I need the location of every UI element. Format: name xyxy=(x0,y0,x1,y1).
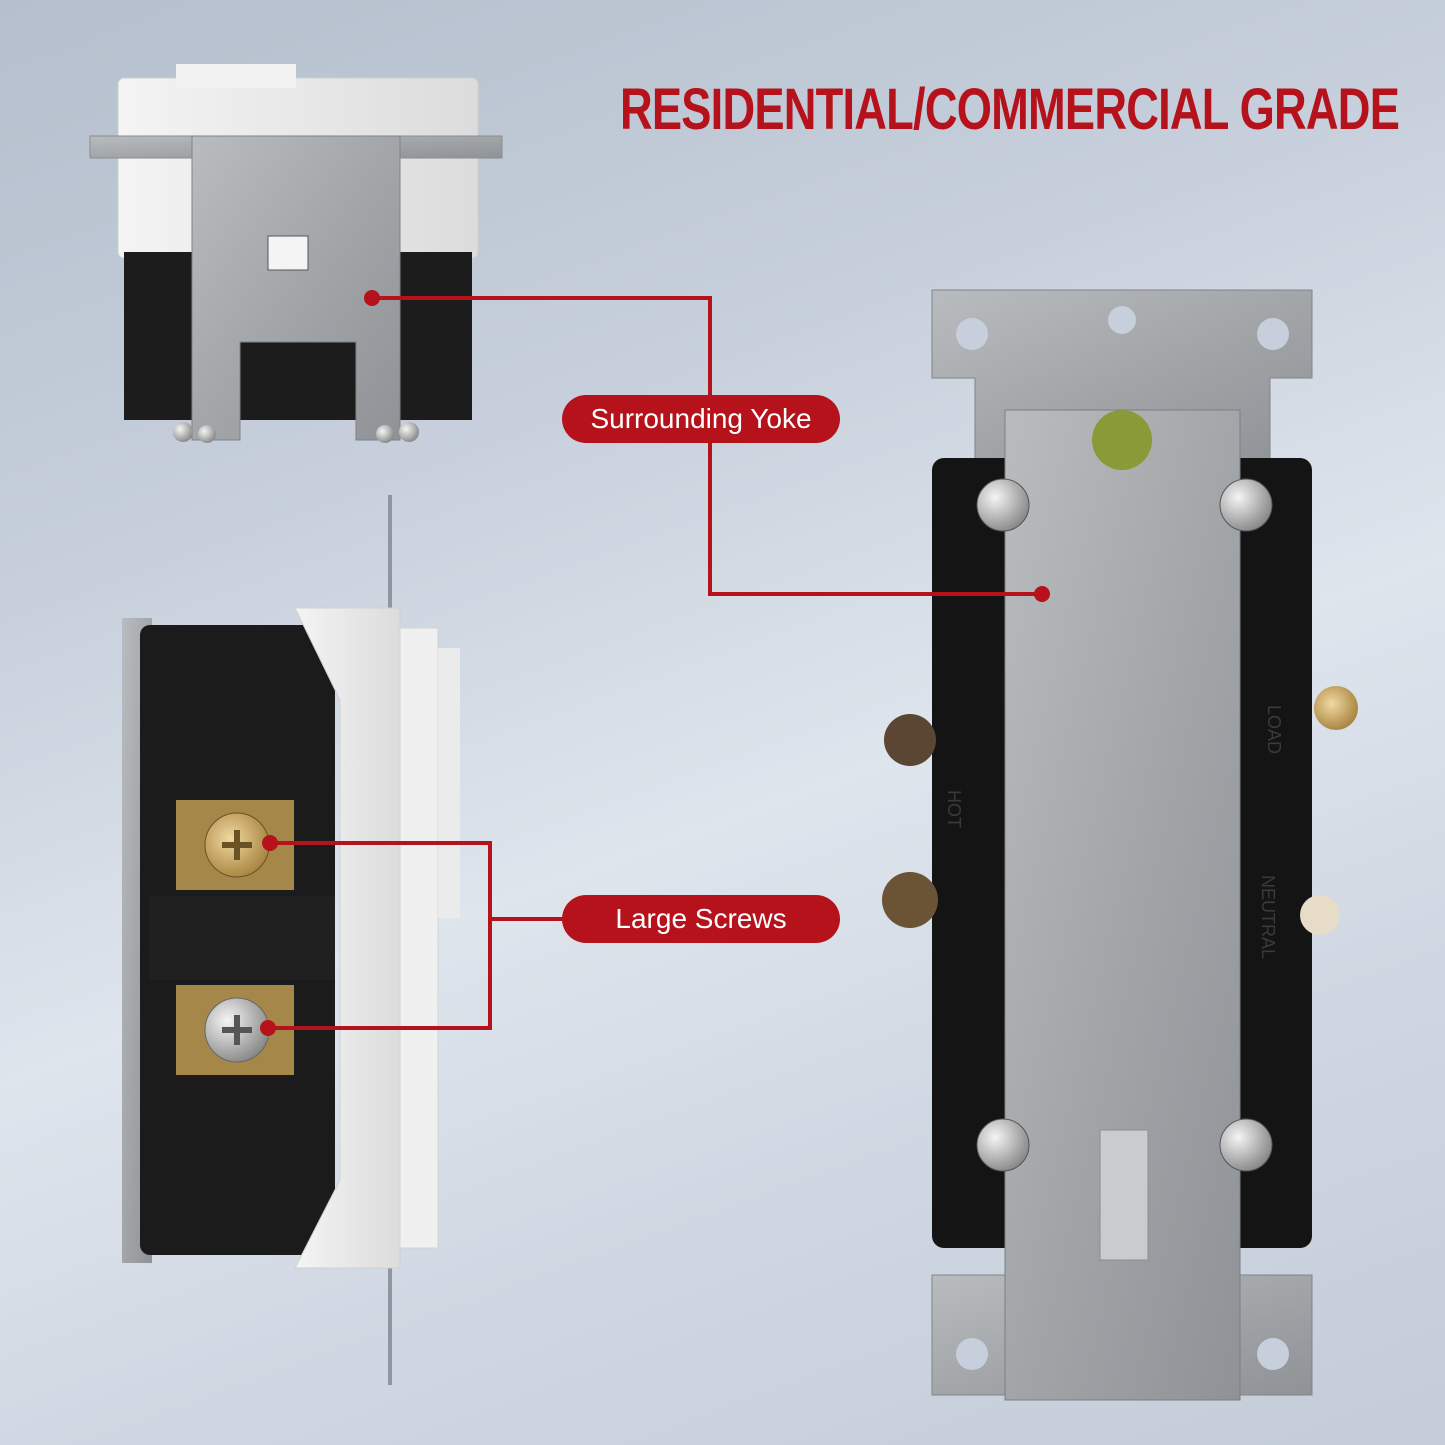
switch-top-view xyxy=(89,64,503,443)
load-label: LOAD xyxy=(1264,705,1284,754)
switch-side-view xyxy=(122,495,460,1385)
neutral-label: NEUTRAL xyxy=(1258,875,1278,959)
yoke-leader-lines xyxy=(364,290,1050,602)
callout-large-screws: Large Screws xyxy=(562,895,840,943)
switch-back-view xyxy=(882,289,1358,1401)
callout-surrounding-yoke: Surrounding Yoke xyxy=(562,395,840,443)
page-title: RESIDENTIAL/COMMERCIAL GRADE xyxy=(620,77,1400,142)
hot-label: HOT xyxy=(944,790,964,828)
